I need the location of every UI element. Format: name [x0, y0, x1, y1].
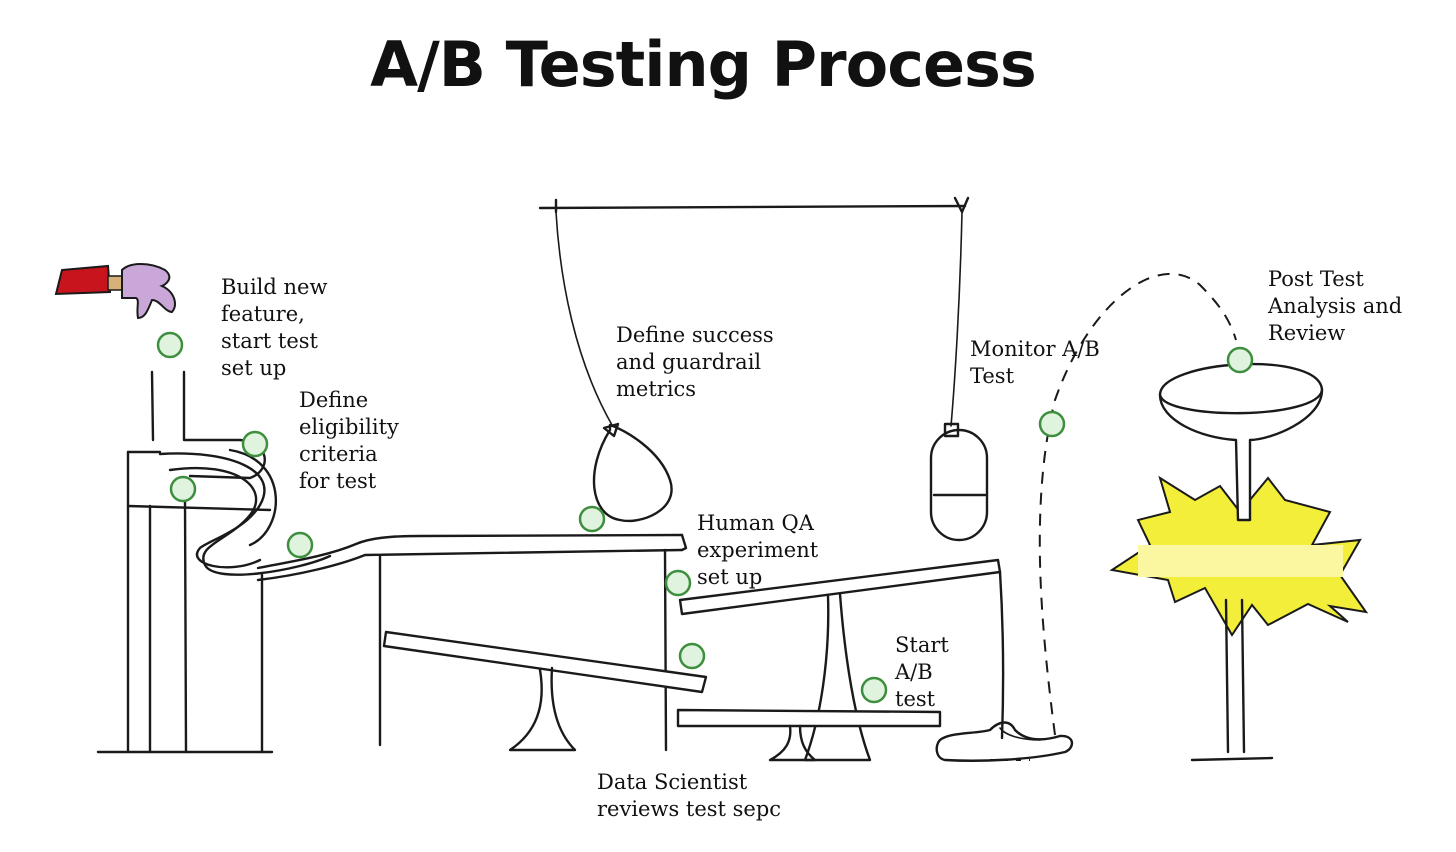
weight-icon	[929, 422, 989, 542]
ball	[860, 676, 888, 704]
ball	[1038, 410, 1066, 438]
hand-icon	[54, 263, 176, 320]
ball	[664, 569, 692, 597]
step-label-eligibility: Define eligibility criteria for test	[299, 388, 399, 493]
ball	[1226, 346, 1254, 374]
step-label-ds: Data Scientist reviews test sepc	[597, 770, 782, 821]
seesaw-upper-right	[678, 558, 1005, 762]
left-tower	[96, 370, 688, 754]
seesaw-bottom	[676, 708, 942, 762]
funnel-icon	[1158, 362, 1324, 762]
step-label-monitor: Monitor A/B Test	[970, 337, 1100, 388]
ball-trajectory	[1038, 273, 1237, 736]
ball	[241, 430, 269, 458]
ball	[286, 531, 314, 559]
ball	[156, 331, 184, 359]
step-label-metrics: Define success and guardrail metrics	[616, 323, 774, 401]
step-label-build: Build new feature, start test set up	[221, 275, 328, 380]
ball-group	[156, 331, 1254, 704]
shoe-icon	[935, 721, 1074, 762]
balloon-icon	[592, 422, 673, 523]
step-label-qa: Human QA experiment set up	[697, 511, 819, 589]
ball	[678, 642, 706, 670]
hanging-frame	[538, 196, 970, 427]
step-label-start: Start A/B test	[895, 633, 949, 711]
explosion-icon	[1109, 475, 1369, 637]
step-label-post: Post Test Analysis and Review	[1268, 267, 1403, 345]
seesaw-lower-left	[382, 630, 708, 752]
ball	[578, 505, 606, 533]
page-title: A/B Testing Process	[370, 28, 1037, 101]
ball	[169, 475, 197, 503]
